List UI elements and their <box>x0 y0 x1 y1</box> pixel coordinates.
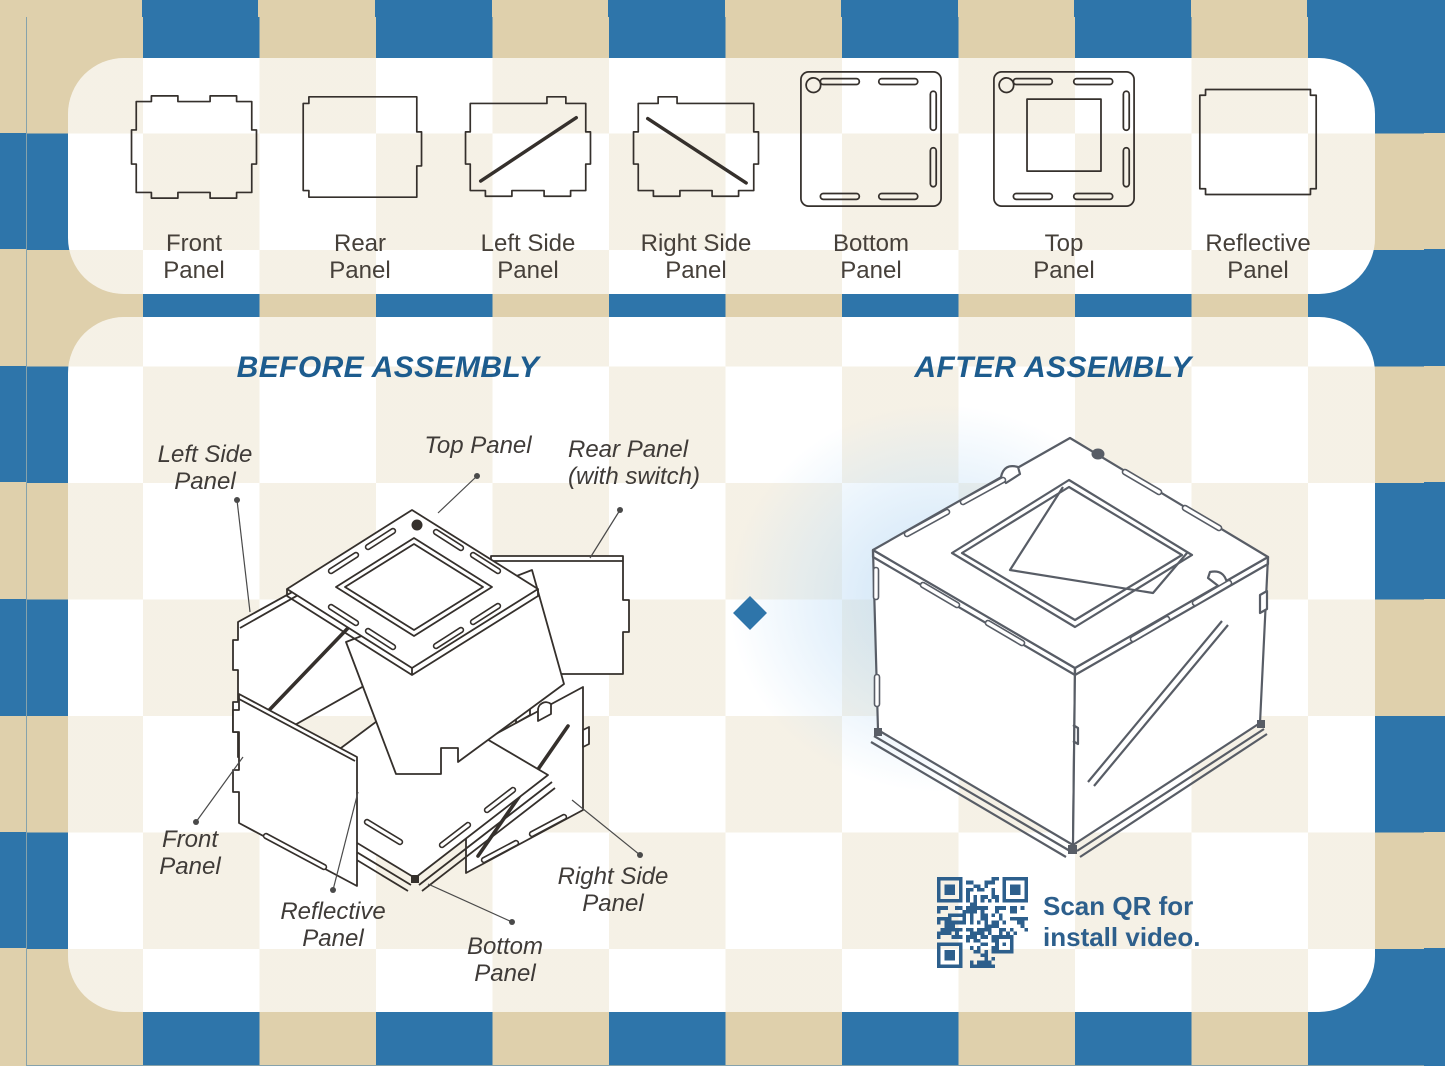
top-panel-diagram <box>985 66 1143 212</box>
qr-code <box>937 877 1028 968</box>
label-rear-panel: Rear Panel(with switch) <box>568 436 701 490</box>
left-side-panel-diagram <box>457 90 599 204</box>
teardrop-hole-icon <box>998 77 1015 94</box>
after-assembly-diagram <box>855 425 1275 865</box>
front-panel-diagram <box>123 90 265 204</box>
rear-panel-diagram <box>289 90 431 204</box>
qr-caption: Scan QR for install video. <box>1043 891 1201 952</box>
after-assembly-title: AFTER ASSEMBLY <box>914 351 1192 384</box>
checker-right-column <box>1424 0 1445 1066</box>
label-top-panel: Top Panel <box>424 432 532 459</box>
reflective-panel-diagram <box>1183 80 1333 204</box>
checker-left-column <box>0 0 26 1066</box>
teardrop-hole-icon <box>411 519 423 531</box>
checker-top-row <box>0 0 1445 17</box>
teardrop-hole-icon <box>805 77 822 94</box>
before-assembly-title: BEFORE ASSEMBLY <box>236 351 540 384</box>
teardrop-hole-icon <box>1091 448 1105 460</box>
before-assembly-diagram <box>140 470 700 950</box>
bottom-panel-diagram <box>792 66 950 212</box>
right-side-panel-diagram <box>625 90 767 204</box>
